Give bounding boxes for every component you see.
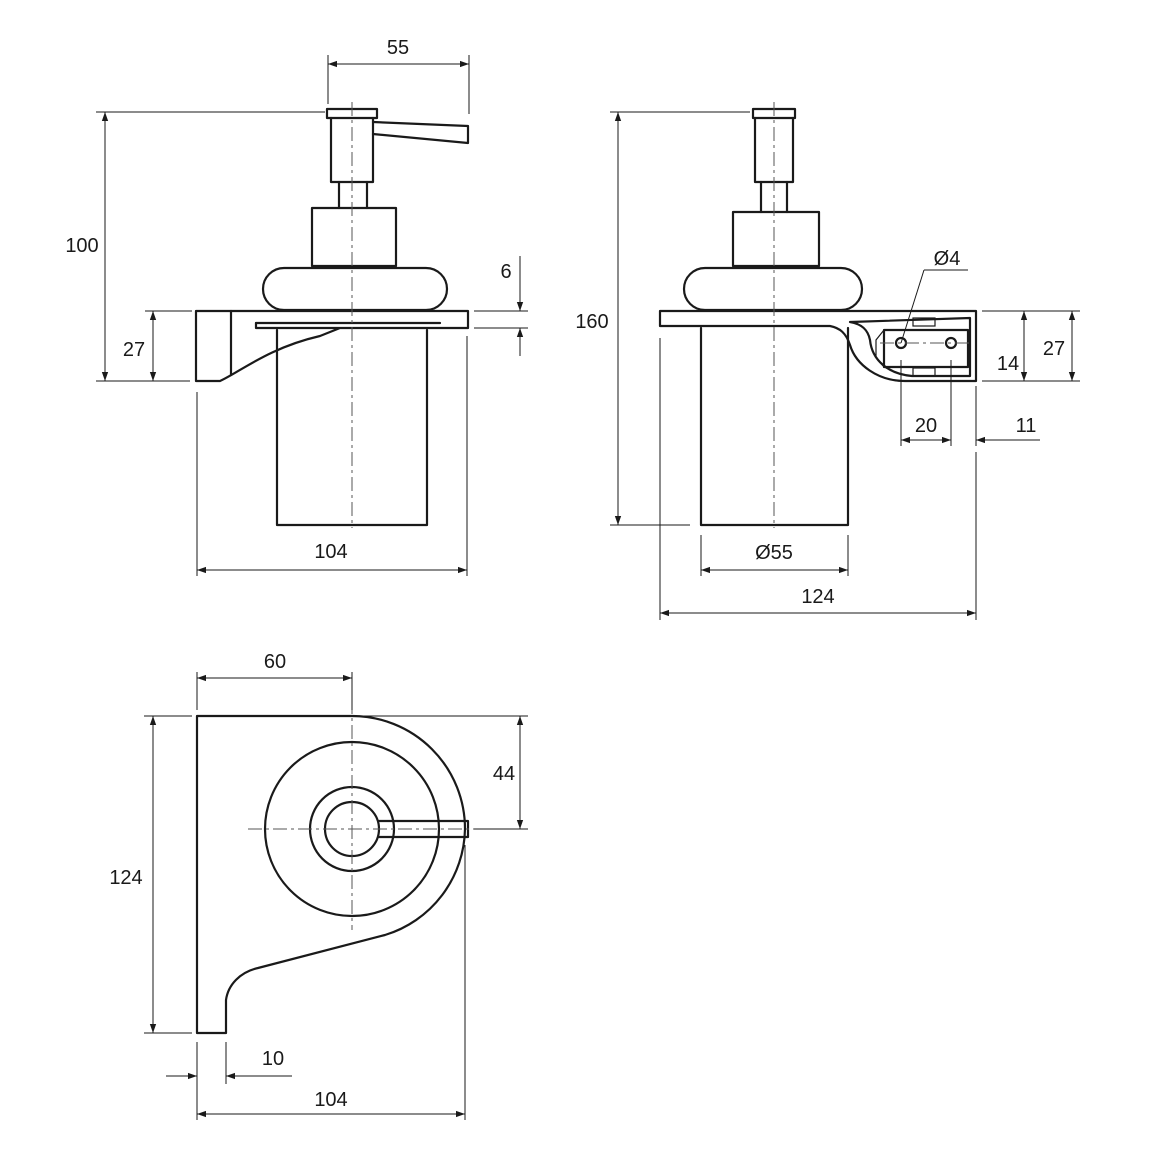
dim-side-depth: 124 [801, 586, 834, 608]
outer-ring [263, 740, 441, 918]
dim-container-diameter: Ø55 [755, 542, 793, 564]
side-pump-collar [731, 210, 821, 268]
container [275, 328, 429, 527]
dim-spout-reach: 55 [387, 37, 409, 59]
dim-hole-edge: 11 [1016, 415, 1037, 437]
dim-plate-thickness: 6 [500, 261, 511, 283]
dim-side-height: 160 [575, 311, 608, 333]
dim-side-bracket: 27 [1043, 338, 1065, 360]
dim-center-offset: 60 [264, 651, 286, 673]
dim-wall-thickness: 10 [262, 1048, 284, 1070]
top-view: 60 44 124 10 104 [109, 651, 528, 1120]
wall-plate [194, 309, 470, 383]
side-container [699, 326, 850, 527]
bottle-cushion [261, 266, 449, 312]
mounting-block [882, 328, 970, 369]
front-view: 55 100 27 6 104 [65, 37, 528, 576]
dim-spout-offset: 44 [493, 763, 515, 785]
spout [371, 120, 470, 145]
dim-front-bracket: 27 [123, 339, 145, 361]
dim-hole-diameter: Ø4 [934, 248, 961, 270]
top-bracket-outline [195, 714, 467, 1035]
dim-hole-spacing-h: 20 [915, 415, 937, 437]
side-bracket [658, 309, 978, 383]
dim-top-width: 104 [314, 1089, 347, 1111]
side-view: 160 Ø4 27 14 20 11 Ø55 124 [575, 102, 1080, 620]
pump-stem [337, 180, 369, 210]
dim-hole-spacing-v: 14 [997, 353, 1019, 375]
pump-collar [310, 206, 398, 268]
dim-front-width: 104 [314, 541, 347, 563]
dim-top-depth: 124 [109, 867, 142, 889]
dim-front-height: 100 [65, 235, 98, 257]
side-bottle-cushion [682, 266, 864, 312]
